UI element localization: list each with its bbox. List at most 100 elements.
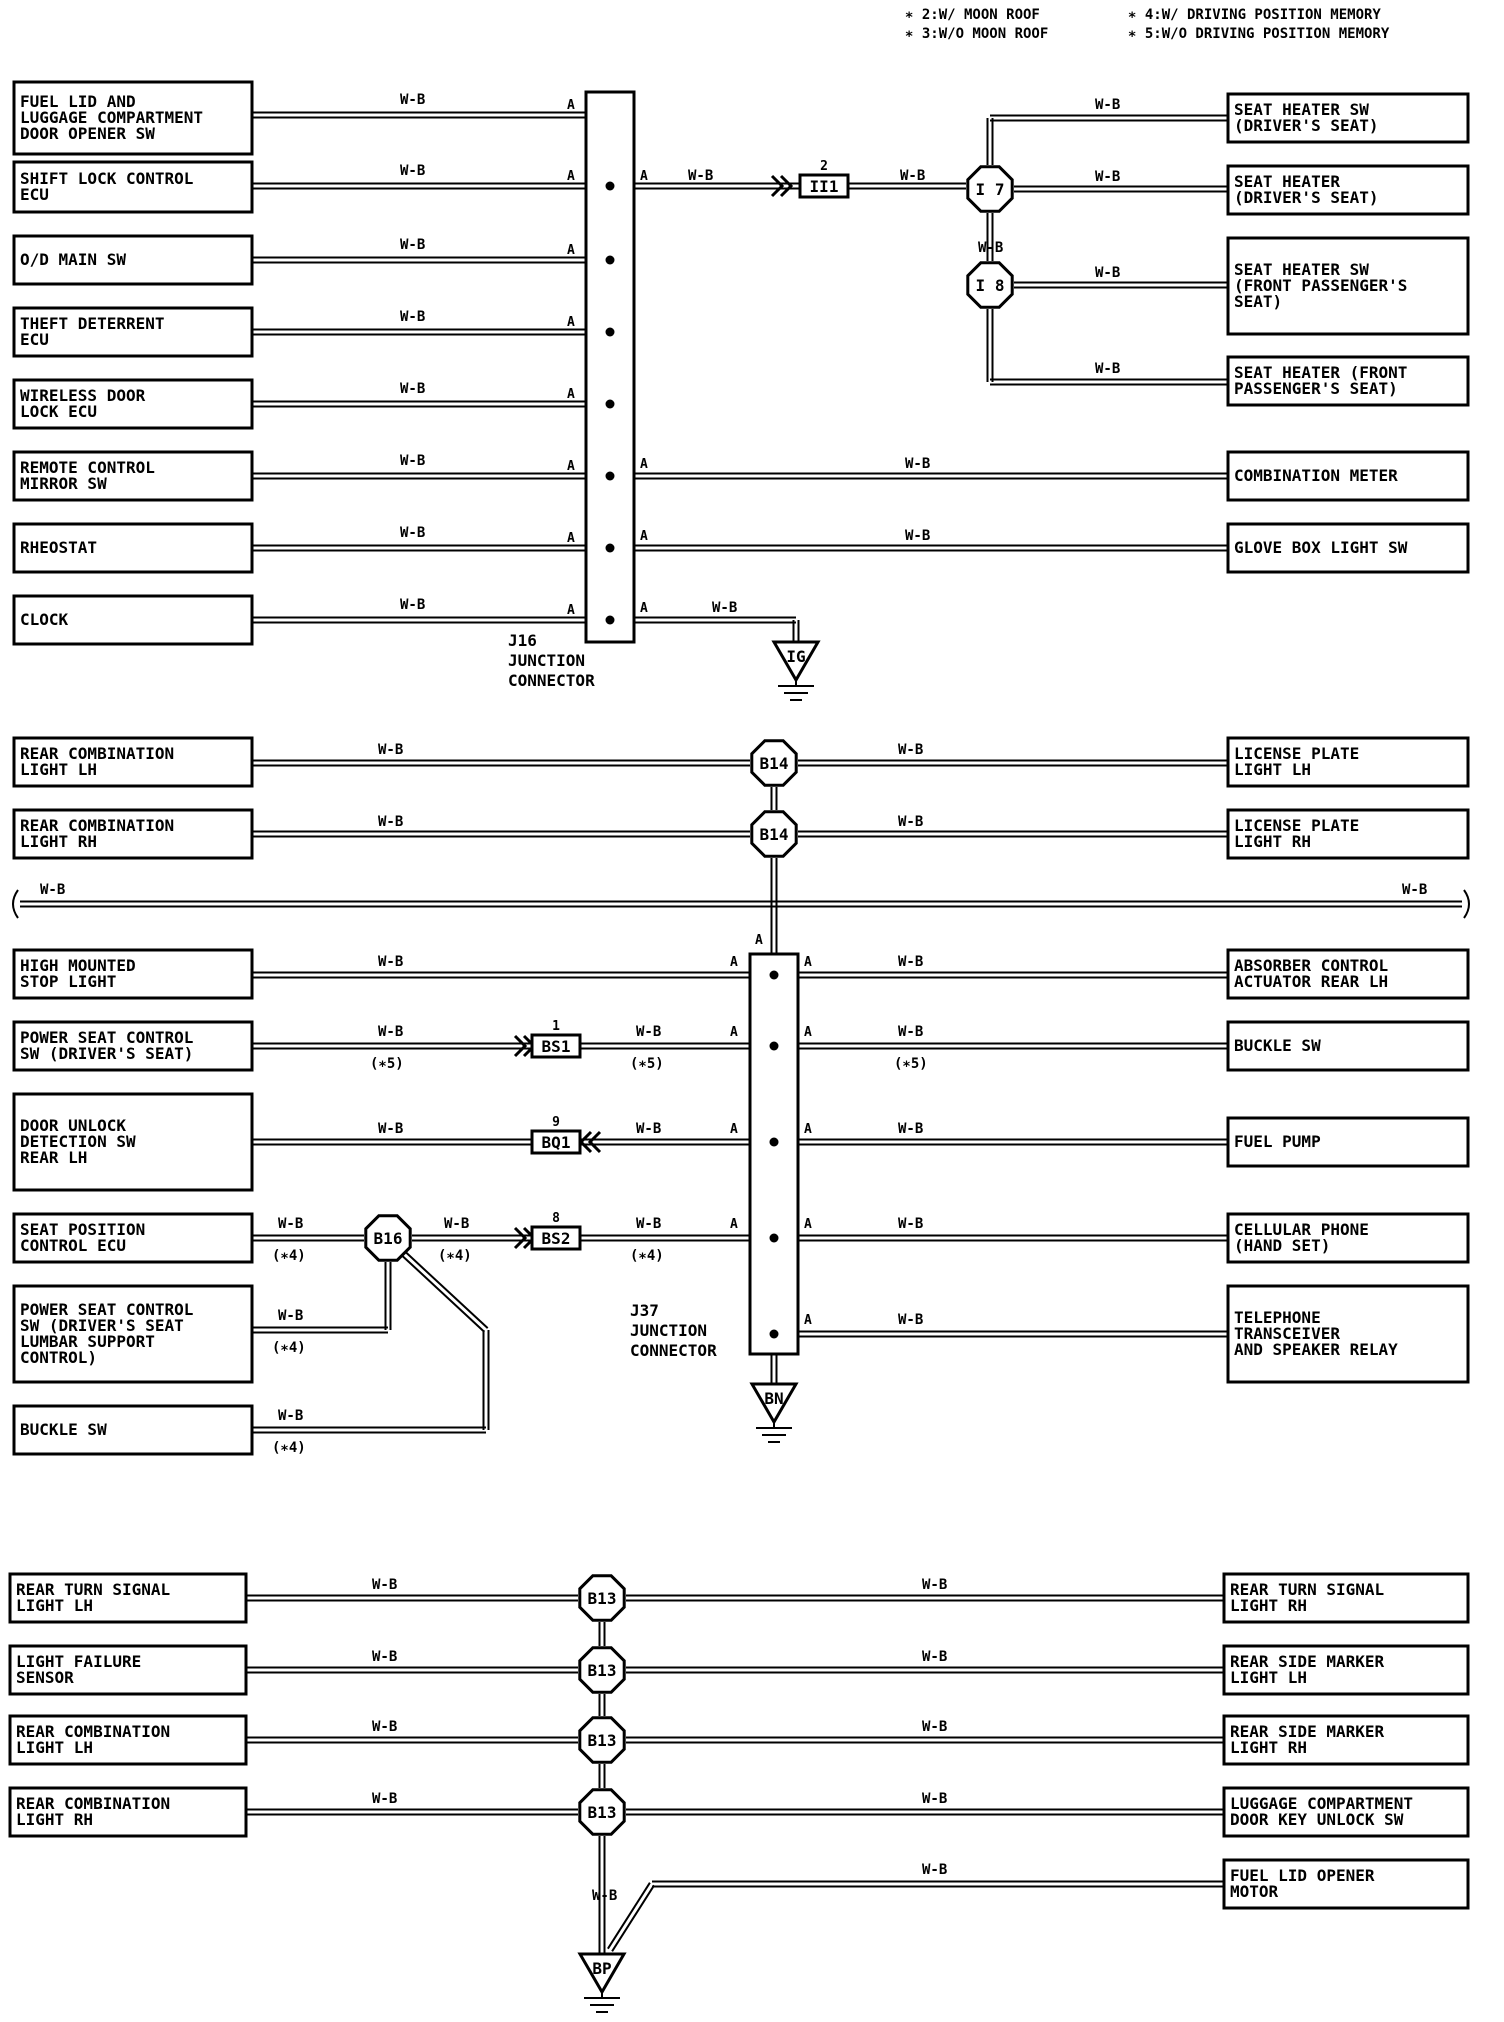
component-left-box: [8, 1786, 248, 1838]
wire-combination-meter: [634, 472, 1228, 480]
component-left-text: SENSOR: [16, 1668, 74, 1687]
component-right-text: FUEL PUMP: [1234, 1132, 1321, 1151]
wire-color: W-B: [372, 1719, 397, 1735]
component-left-box: [12, 450, 254, 502]
component-left-text: LIGHT RH: [16, 1810, 93, 1829]
wire-color: W-B: [1095, 169, 1120, 185]
wire-color: W-B: [400, 309, 425, 325]
component-left-text: CLOCK: [20, 610, 69, 629]
component-left-text: FUEL LID AND: [20, 92, 136, 111]
wire-color: W-B: [400, 381, 425, 397]
pin-label: A: [804, 1025, 812, 1040]
wire-color: W-B: [372, 1577, 397, 1593]
component-left-box: [12, 522, 254, 574]
component-left-text: CONTROL ECU: [20, 1236, 126, 1255]
wire-i7-seat-heater-sw: [990, 114, 1228, 122]
wire-stroke: [607, 1882, 651, 1950]
wire-b14: [798, 830, 1228, 838]
component-left-box: [12, 1284, 254, 1384]
component-right-text: LIGHT RH: [1230, 1738, 1307, 1757]
pin-label: A: [804, 1313, 812, 1328]
wire-ig-ground: [634, 616, 796, 624]
pin-label: A: [755, 933, 763, 948]
wire-color: W-B: [922, 1862, 947, 1878]
splice-b13-label: B13: [588, 1803, 617, 1822]
wire-color: W-B: [712, 600, 737, 616]
pin-label: A: [730, 1025, 738, 1040]
wire-color: W-B: [372, 1791, 397, 1807]
connector-ii1-box: [798, 173, 850, 199]
wire-b13: [246, 1808, 578, 1816]
component-left-text: LIGHT LH: [16, 1738, 93, 1757]
pin-label: A: [567, 243, 575, 258]
ground-ig-triangle: [771, 640, 821, 683]
component-left-text: HIGH MOUNTED: [20, 956, 136, 975]
component-right-box: [1226, 1020, 1470, 1072]
component-right-text: SEAT HEATER (FRONT: [1234, 363, 1407, 382]
connector-ii1-name: II1: [810, 177, 839, 196]
component-left-text: LUMBAR SUPPORT: [20, 1332, 155, 1351]
option-note: (∗4): [438, 1248, 472, 1264]
junction-dot: [605, 399, 615, 409]
component-left-box: [12, 736, 254, 788]
pin-label: A: [567, 169, 575, 184]
pin-label: A: [567, 603, 575, 618]
wire-color: W-B: [898, 814, 923, 830]
component-right-text: (HAND SET): [1234, 1236, 1330, 1255]
component-left-text: LIGHT LH: [20, 760, 97, 779]
pin-label: A: [640, 169, 648, 184]
wire-b13: [626, 1594, 1224, 1602]
wire-color: W-B: [592, 1888, 617, 1904]
splice-b14-rh-octagon: [750, 810, 798, 858]
wire-bs1: [252, 1042, 532, 1050]
wires-layer: [20, 110, 1462, 1954]
component-left-box: [12, 1404, 254, 1456]
component-left-text: LIGHT RH: [20, 832, 97, 851]
wire-b14: [798, 759, 1228, 767]
splice-i8-octagon: [966, 261, 1014, 309]
component-right-text: TELEPHONE: [1234, 1308, 1321, 1327]
component-right-text: MOTOR: [1230, 1882, 1279, 1901]
pin-label: A: [567, 387, 575, 402]
wire-b13: [246, 1666, 578, 1674]
ground-bn-label: BN: [764, 1389, 783, 1408]
j16-label: JUNCTION: [508, 651, 585, 670]
wire-color: W-B: [400, 453, 425, 469]
option-note: (∗4): [272, 1340, 306, 1356]
component-left-text: REAR COMBINATION: [20, 816, 174, 835]
splice-b13-label: B13: [588, 1731, 617, 1750]
component-left-text: POWER SEAT CONTROL: [20, 1028, 193, 1047]
component-right-box: [1226, 92, 1470, 144]
component-left-box: [12, 594, 254, 646]
component-right-text: FUEL LID OPENER: [1230, 1866, 1375, 1885]
component-left-text: DETECTION SW: [20, 1132, 136, 1151]
component-right-text: LIGHT LH: [1230, 1668, 1307, 1687]
component-left-text: SHIFT LOCK CONTROL: [20, 169, 193, 188]
pin-label: A: [730, 955, 738, 970]
pin-label: A: [640, 457, 648, 472]
ii1-chevron: [770, 174, 785, 198]
splice-b14-lh-octagon: [750, 739, 798, 787]
component-right-box: [1226, 1212, 1470, 1264]
component-left-text: LOCK ECU: [20, 402, 97, 421]
wire-fuel-lid-motor: [652, 1880, 1224, 1888]
component-left-text: THEFT DETERRENT: [20, 314, 165, 333]
wire-color: W-B: [636, 1121, 661, 1137]
j37-connector-body: [748, 952, 800, 1356]
splice-b16-octagon: [364, 1214, 412, 1262]
junction-dot: [769, 1329, 779, 1339]
wire-b13: [626, 1808, 1224, 1816]
component-left-text: ECU: [20, 330, 49, 349]
component-right-text: SEAT HEATER SW: [1234, 100, 1369, 119]
wire-color: W-B: [898, 1024, 923, 1040]
component-right-text: ACTUATOR REAR LH: [1234, 972, 1388, 991]
component-left-box: [8, 1714, 248, 1766]
wire-bq1-j37: [580, 1138, 750, 1146]
connector-bq1-name: BQ1: [542, 1133, 571, 1152]
break-mark: [12, 889, 19, 919]
component-left-box: [12, 80, 254, 156]
bq1-chevron: [587, 1130, 602, 1154]
component-right-text: PASSENGER'S SEAT): [1234, 379, 1398, 398]
wire-left: [252, 182, 586, 190]
